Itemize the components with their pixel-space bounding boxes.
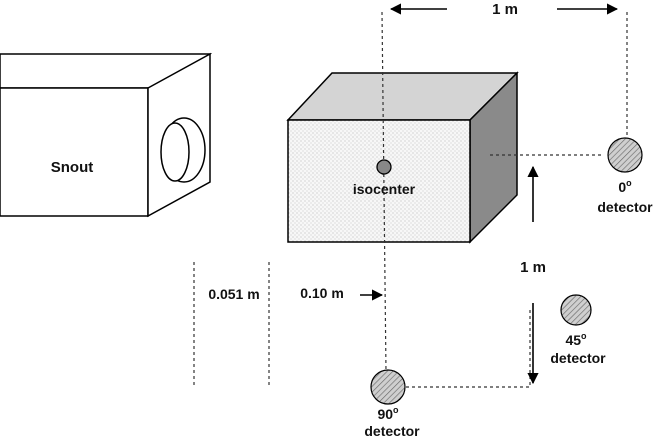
detector-45deg: 45o detector <box>550 294 606 366</box>
phantom-cube <box>286 71 519 244</box>
isocenter-label: isocenter <box>353 181 416 197</box>
beam-axis-line <box>381 11 387 373</box>
detector-45deg-angle: 45o <box>565 331 587 348</box>
snout: Snout <box>0 52 213 218</box>
snout-gap-label: 0.051 m <box>208 286 259 302</box>
detector-90deg: 90o detector <box>364 369 420 439</box>
snout-aperture <box>160 117 206 183</box>
snout-iso-label: 0.10 m <box>300 285 344 301</box>
right-distance-label: 1 m <box>520 259 546 276</box>
snout-side-face <box>0 87 149 217</box>
isocenter-marker <box>376 159 392 175</box>
snout-label: Snout <box>51 159 94 176</box>
detector-90deg-icon <box>370 369 406 405</box>
detector-90deg-label: detector <box>364 423 420 439</box>
detector-45deg-label: detector <box>550 350 606 366</box>
detector-0deg: 0o detector <box>597 137 653 215</box>
right-dimension: 1 m <box>520 165 546 385</box>
cube-front-face <box>287 119 471 243</box>
top-distance-label: 1 m <box>492 1 518 18</box>
detector-0deg-label: detector <box>597 199 653 215</box>
detector-90deg-angle: 90o <box>377 405 399 422</box>
detector-45deg-icon <box>560 294 592 326</box>
bottom-dimensions: 0.051 m 0.10 m <box>208 285 384 302</box>
isocenter: isocenter <box>353 159 416 197</box>
detector-0deg-angle: 0o <box>618 178 632 195</box>
reference-lines <box>193 11 628 388</box>
top-dimension: 1 m <box>389 1 619 18</box>
detector-0deg-icon <box>607 137 643 173</box>
